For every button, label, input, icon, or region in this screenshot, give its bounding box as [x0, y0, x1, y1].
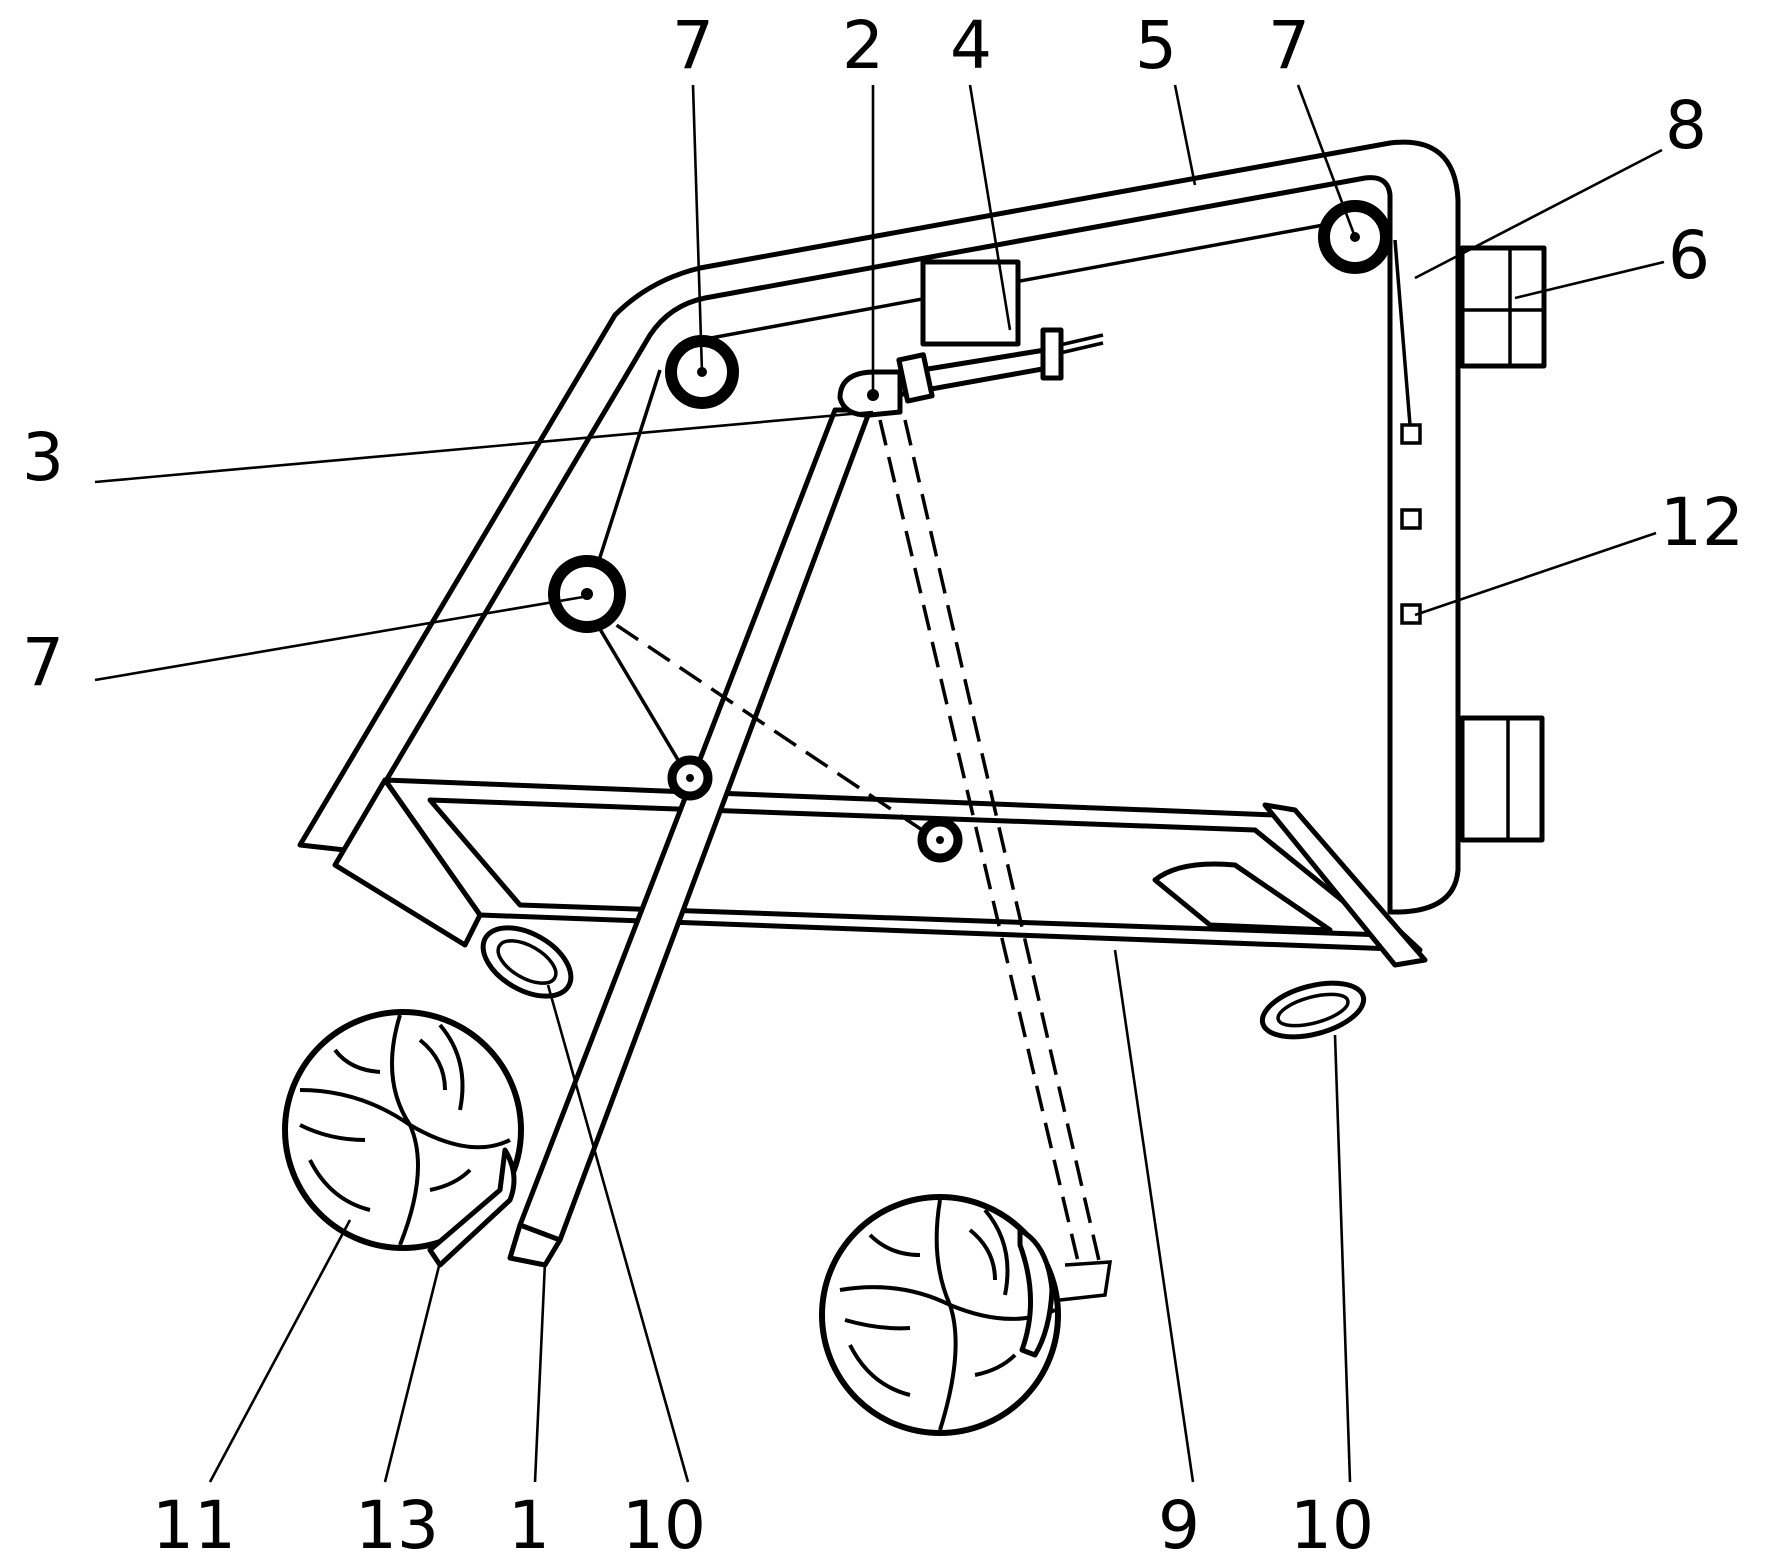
label-11: 11	[152, 1487, 236, 1564]
label-12: 12	[1660, 484, 1744, 561]
side-blocks	[1459, 245, 1547, 843]
label-10-right: 10	[1290, 1487, 1374, 1564]
label-5: 5	[1135, 7, 1177, 84]
label-7-top-left: 7	[672, 7, 714, 84]
arm-dashed	[878, 419, 1113, 1302]
label-10-left: 10	[622, 1487, 706, 1564]
reference-labels: 7 2 4 5 7 8 6 3 12 7 11 13 1 10 9 10	[22, 7, 1744, 1564]
caster-wheels	[480, 925, 1367, 1040]
label-9: 9	[1158, 1487, 1200, 1564]
label-7-top-right: 7	[1268, 7, 1310, 84]
main-frame	[297, 139, 1461, 915]
label-8: 8	[1665, 87, 1707, 164]
label-6: 6	[1668, 217, 1710, 294]
label-2: 2	[842, 7, 884, 84]
brush-right	[819, 1194, 1061, 1436]
rod-assembly	[837, 259, 1104, 418]
pulleys	[548, 200, 1392, 863]
label-1: 1	[508, 1487, 550, 1564]
label-13: 13	[355, 1487, 439, 1564]
leader-lines	[94, 84, 1665, 1483]
label-7-left: 7	[22, 624, 64, 701]
brush-left	[282, 1009, 524, 1268]
belt	[583, 220, 1412, 844]
label-4: 4	[950, 7, 992, 84]
label-3: 3	[22, 419, 64, 496]
